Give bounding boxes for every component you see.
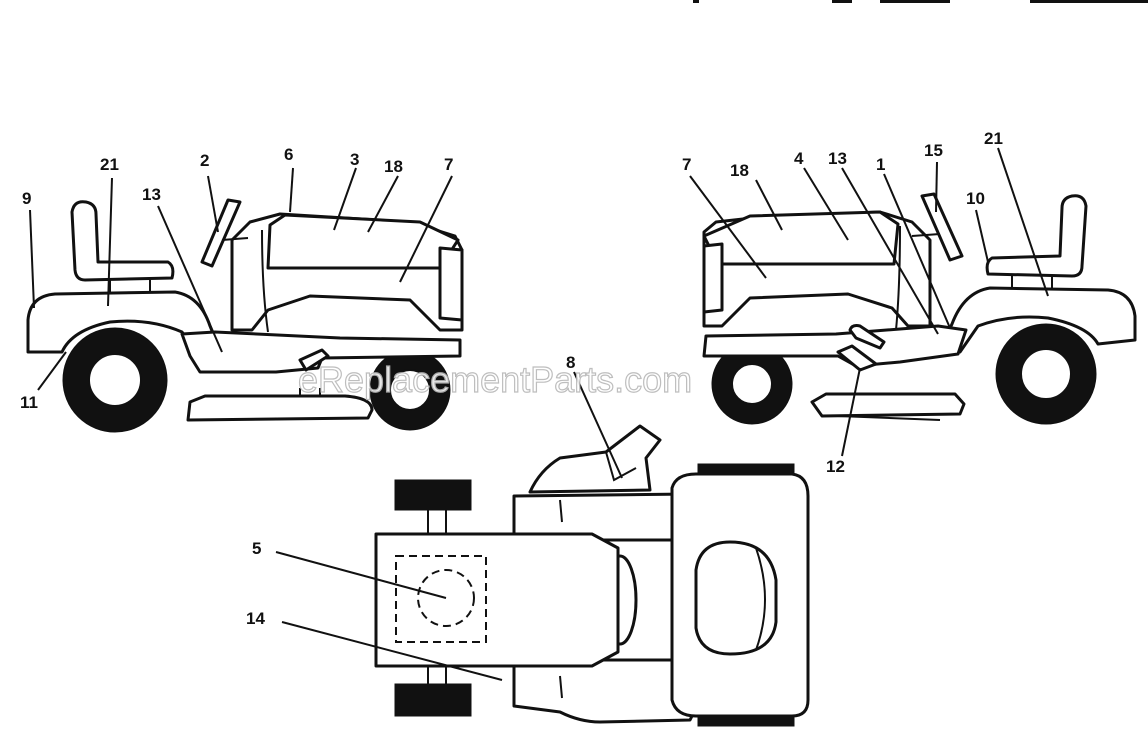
cropped-header-fragments bbox=[693, 0, 1148, 3]
top-view-callouts: 8 5 14 bbox=[246, 353, 575, 628]
left-view-callouts: 9 21 13 2 6 3 18 7 11 bbox=[20, 145, 453, 412]
callout-11-left: 11 bbox=[20, 393, 38, 412]
callout-8-top: 8 bbox=[566, 353, 575, 372]
right-view-callouts: 7 18 4 13 1 15 21 10 12 bbox=[682, 129, 1003, 476]
top-front-wheel-lower bbox=[394, 683, 472, 717]
callout-13-left: 13 bbox=[142, 185, 161, 204]
left-seat bbox=[70, 200, 175, 282]
callout-7-right: 7 bbox=[682, 155, 691, 174]
right-side-view bbox=[702, 192, 1137, 425]
callout-21-left: 21 bbox=[100, 155, 119, 174]
left-view-leader-lines bbox=[29, 167, 453, 391]
callout-14-top: 14 bbox=[246, 609, 265, 628]
right-view-leader-lines bbox=[689, 147, 1049, 457]
left-hood bbox=[266, 213, 460, 270]
right-mower-deck bbox=[810, 392, 966, 418]
callout-1-right: 1 bbox=[876, 155, 885, 174]
callout-5-top: 5 bbox=[252, 539, 261, 558]
callout-6-left: 6 bbox=[284, 145, 293, 164]
callout-10-right: 10 bbox=[966, 189, 985, 208]
callout-9-left: 9 bbox=[22, 189, 31, 208]
callout-12-right: 12 bbox=[826, 457, 845, 476]
left-mower-deck bbox=[186, 394, 374, 422]
top-view bbox=[374, 424, 810, 727]
watermark-text: eReplacementParts.com bbox=[298, 359, 692, 400]
top-view-leader-lines bbox=[275, 371, 623, 681]
right-steering-wheel bbox=[920, 192, 964, 262]
callout-3-left: 3 bbox=[350, 150, 359, 169]
callout-18-left: 18 bbox=[384, 157, 403, 176]
top-discharge-chute bbox=[528, 424, 662, 494]
right-seat bbox=[985, 194, 1088, 278]
callout-21-right: 21 bbox=[984, 129, 1003, 148]
right-lever bbox=[848, 324, 886, 350]
left-steering-wheel bbox=[200, 198, 242, 268]
callout-7-left: 7 bbox=[444, 155, 453, 174]
callout-13-right: 13 bbox=[828, 149, 847, 168]
top-seat bbox=[694, 540, 778, 656]
top-hood bbox=[374, 532, 620, 668]
left-side-view bbox=[26, 198, 464, 433]
callout-4-right: 4 bbox=[794, 149, 804, 168]
callout-18-right: 18 bbox=[730, 161, 749, 180]
top-decal-outline bbox=[395, 555, 487, 643]
right-footrest bbox=[702, 324, 968, 368]
callout-2-left: 2 bbox=[200, 151, 209, 170]
callout-15-right: 15 bbox=[924, 141, 943, 160]
top-front-wheel-upper bbox=[394, 479, 472, 511]
